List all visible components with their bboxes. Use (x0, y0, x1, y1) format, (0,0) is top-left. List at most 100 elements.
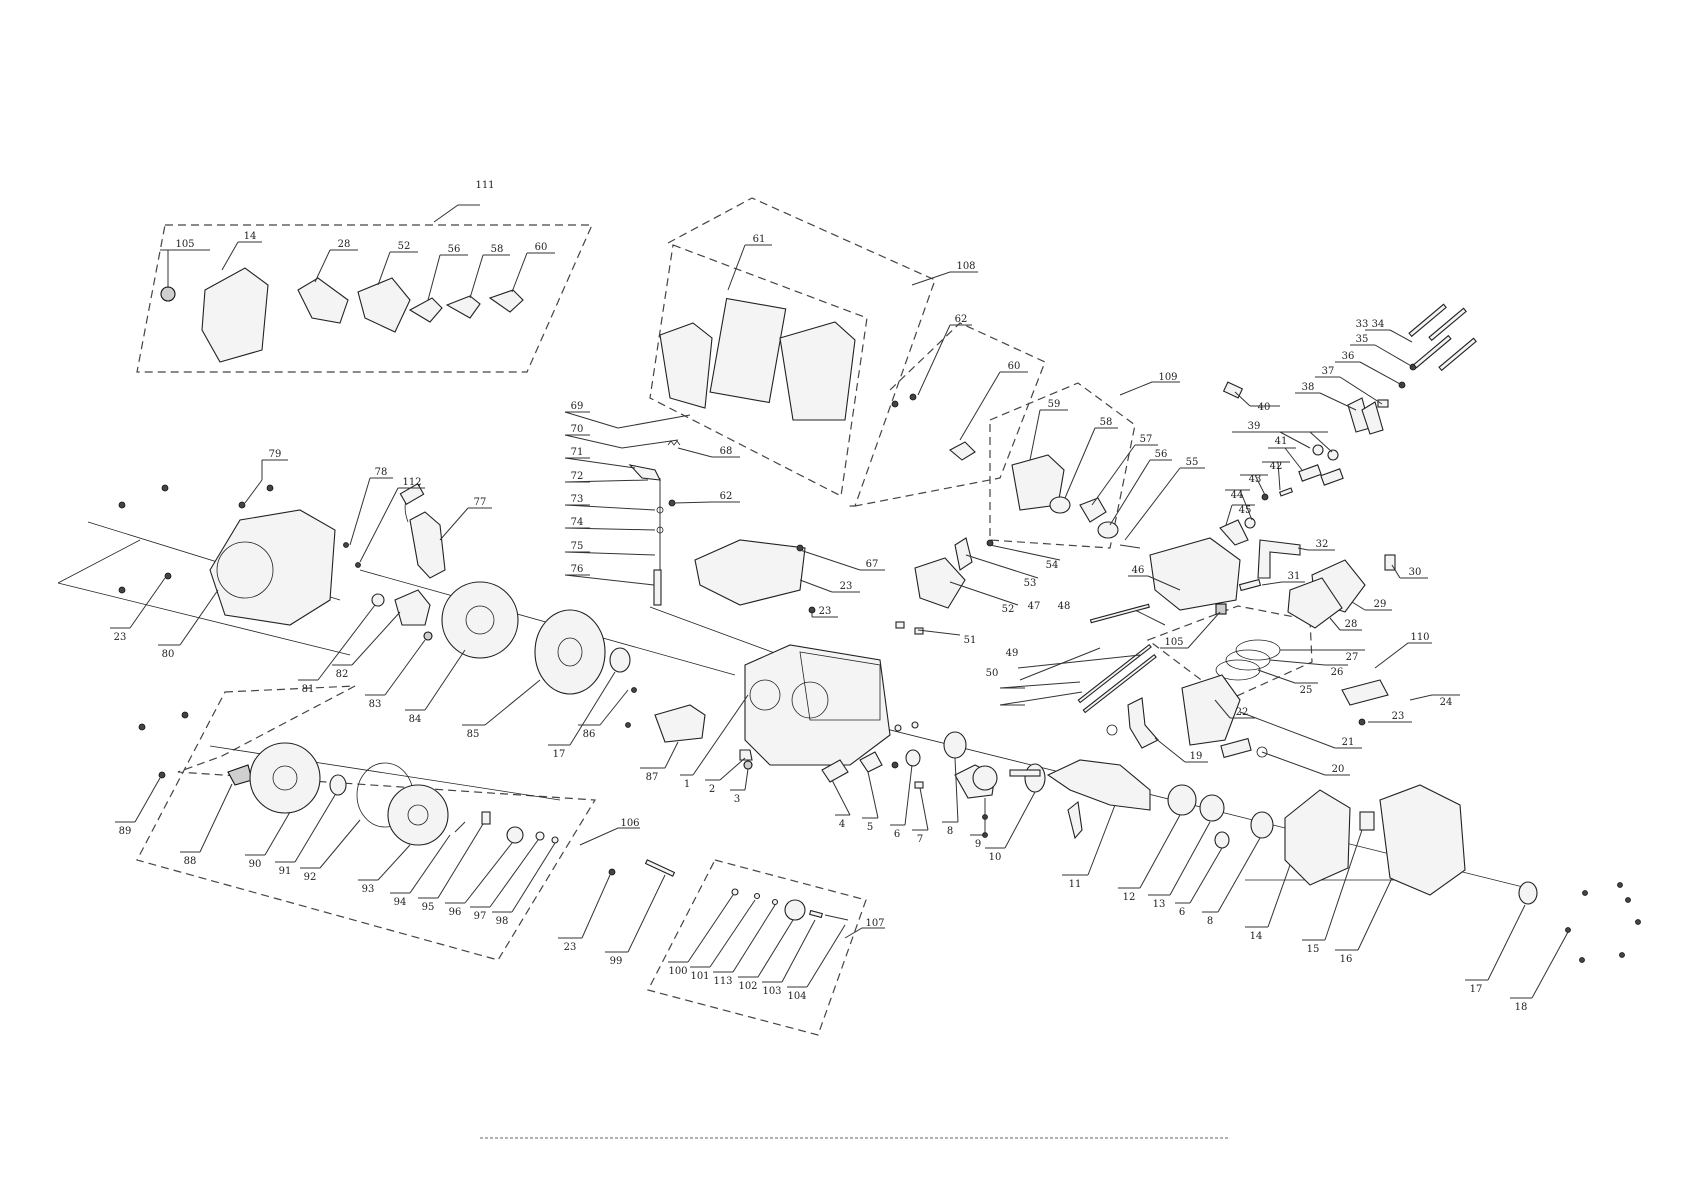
callout: 11 (1069, 879, 1082, 890)
callout: 76 (571, 564, 584, 575)
callout: 1 (684, 779, 690, 790)
callout: 94 (394, 897, 407, 908)
gasket-58b-icon (1049, 496, 1071, 514)
callout: 27 (1346, 652, 1359, 663)
callout: 88 (184, 856, 197, 867)
callout: 33 (1356, 319, 1369, 330)
callout: 56 (448, 244, 461, 255)
gasket-60-icon (488, 289, 524, 313)
conrod-19-icon (1127, 697, 1159, 749)
airfilter-element-icon (709, 297, 787, 404)
breather-31-icon (1238, 578, 1262, 592)
callout: 47 (1028, 601, 1041, 612)
callout: 31 (1288, 571, 1301, 582)
callout: 92 (304, 872, 317, 883)
callout: 37 (1322, 366, 1335, 377)
plate-96-icon (506, 826, 524, 844)
reel-93-icon (387, 784, 449, 846)
callout: 7 (917, 834, 923, 845)
callout: 103 (762, 986, 781, 997)
callout: 105 (175, 239, 194, 250)
callout: 100 (668, 966, 687, 977)
seal-12-icon (1167, 784, 1197, 816)
spark-cap-icon (399, 483, 425, 505)
cylinder-head-46-icon (1149, 537, 1241, 611)
governor-gear-102-icon (784, 899, 806, 921)
callout: 38 (1302, 382, 1315, 393)
group-label-109: 109 (1158, 372, 1177, 383)
carburetor-59-icon (1011, 454, 1065, 511)
valve-48-icon (1089, 603, 1150, 624)
bearing-6b-icon (1214, 831, 1230, 849)
group-label-111: 111 (475, 180, 494, 191)
pivot-36-icon (1377, 399, 1389, 408)
side-gasket-14b-icon (1284, 789, 1351, 886)
pushrod-50-icon (1082, 653, 1157, 714)
callout: 14 (1250, 931, 1263, 942)
callout: 81 (302, 684, 315, 695)
pulley-82-icon (394, 589, 431, 626)
callout: 102 (738, 981, 757, 992)
callout: 51 (964, 635, 977, 646)
callout: 52 (398, 241, 411, 252)
callout: 21 (1342, 737, 1355, 748)
callout: 113 (713, 976, 732, 987)
callout: 16 (1340, 954, 1353, 965)
callout: 10 (989, 852, 1002, 863)
bearing-8a-icon (943, 731, 967, 759)
callouts: 105 14 28 52 56 58 60 61 62 60 59 58 57 … (114, 231, 1528, 1013)
callout: 4 (839, 819, 845, 830)
airfilter-cover-icon (659, 322, 713, 409)
group-label-107: 107 (865, 918, 884, 929)
spring-97-icon (535, 831, 545, 841)
group-label-110: 110 (1410, 632, 1429, 643)
muffler-67-icon (694, 539, 806, 606)
callout: 58 (1100, 417, 1113, 428)
callout: 24 (1440, 697, 1453, 708)
callout: 56 (1155, 449, 1168, 460)
kit-106-outline (136, 685, 597, 961)
cam-10-icon (1024, 763, 1046, 793)
callout: 60 (1008, 361, 1021, 372)
callout: 23 (114, 632, 127, 643)
callout: 90 (249, 859, 262, 870)
callout: 72 (571, 471, 584, 482)
ring-25-icon (1215, 659, 1261, 681)
callout: 69 (571, 401, 584, 412)
nut-83-icon (423, 631, 433, 641)
bracket-53-icon (954, 537, 973, 571)
callout: 28 (338, 239, 351, 250)
callout: 70 (571, 424, 584, 435)
callout: 83 (369, 699, 382, 710)
callout: 80 (162, 649, 175, 660)
kit-107-outline (647, 859, 867, 1036)
callout: 17 (1470, 984, 1483, 995)
airfilter-outline (649, 244, 868, 497)
callout: 59 (1048, 399, 1061, 410)
seal-17b-icon (1518, 881, 1538, 905)
side-cover-16-icon (1379, 784, 1466, 896)
callout: 35 (1356, 334, 1369, 345)
callout: 42 (1270, 461, 1283, 472)
callout: 44 (1231, 490, 1244, 501)
crankshaft-11-icon (1046, 759, 1151, 811)
callout: 105 (1164, 637, 1183, 648)
callout: 79 (269, 449, 282, 460)
seal-42-icon (1278, 487, 1294, 497)
callout: 54 (1046, 560, 1059, 571)
callout: 62 (720, 491, 733, 502)
callout: 41 (1275, 436, 1288, 447)
callout: 68 (720, 446, 733, 457)
plug-105-icon (160, 286, 176, 302)
bearing-13-icon (1199, 794, 1225, 822)
callout: 23 (564, 942, 577, 953)
callout: 26 (1331, 667, 1344, 678)
callout: 3 (734, 794, 740, 805)
callout: 67 (866, 559, 879, 570)
pushrod-49-icon (1077, 643, 1152, 704)
gasket-56b-icon (1097, 521, 1119, 539)
washer-91-icon (329, 774, 347, 796)
callout: 52 (1002, 604, 1015, 615)
callout: 8 (947, 826, 953, 837)
callout: 104 (787, 991, 806, 1002)
